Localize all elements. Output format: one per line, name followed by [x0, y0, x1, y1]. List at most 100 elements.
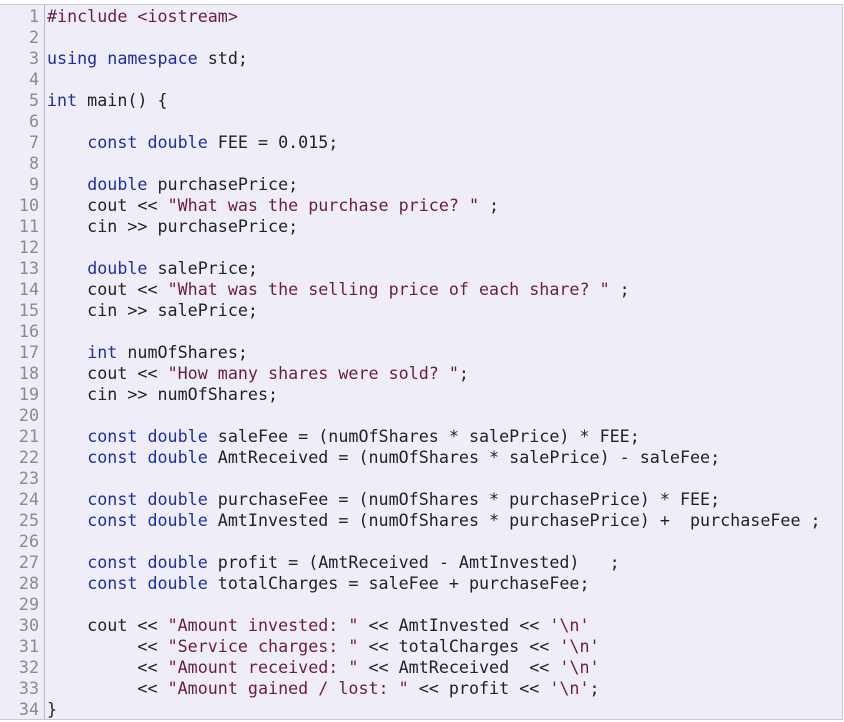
code-text: const double AmtInvested = (numOfShares … — [47, 510, 820, 531]
code-token: ; — [589, 678, 600, 698]
code-line[interactable]: 33 << "Amount gained / lost: " << profit… — [0, 678, 843, 699]
code-token: cin >> purchasePrice; — [47, 216, 299, 236]
code-token: << totalCharges << — [358, 636, 560, 656]
line-number: 4 — [28, 69, 39, 89]
code-text: const double FEE = 0.015; — [47, 132, 338, 153]
code-token: "What was the purchase price? " — [167, 195, 480, 215]
code-line[interactable]: 21 const double saleFee = (numOfShares *… — [0, 426, 843, 447]
code-token: << AmtReceived << — [358, 657, 560, 677]
code-text: } — [47, 699, 57, 720]
code-token: ; — [458, 363, 469, 383]
code-line[interactable]: 28 const double totalCharges = saleFee +… — [0, 573, 843, 594]
code-line[interactable]: 17 int numOfShares; — [0, 342, 843, 363]
code-token: FEE = 0.015; — [207, 132, 339, 152]
code-token — [47, 447, 87, 467]
code-line[interactable]: 14 cout << "What was the selling price o… — [0, 279, 843, 300]
code-line[interactable]: 5 int main() { — [0, 90, 843, 111]
code-line[interactable]: 18 cout << "How many shares were sold? "… — [0, 363, 843, 384]
line-number: 2 — [28, 27, 39, 47]
line-number: 28 — [18, 573, 39, 593]
code-line[interactable]: 15 cin >> salePrice; — [0, 300, 843, 321]
code-token: "Amount invested: " — [167, 615, 359, 635]
code-line[interactable]: 8 — [0, 153, 843, 174]
code-line[interactable]: 20 — [0, 405, 843, 426]
code-text: const double totalCharges = saleFee + pu… — [47, 573, 590, 594]
code-token: "Amount received: " — [167, 657, 359, 677]
line-number: 19 — [18, 384, 39, 404]
line-number: 30 — [18, 615, 39, 635]
code-token — [47, 573, 87, 593]
line-number: 3 — [28, 48, 39, 68]
code-token: double — [87, 258, 148, 278]
code-token: numOfShares; — [117, 342, 248, 362]
code-text: cin >> salePrice; — [47, 300, 258, 321]
code-line[interactable]: 13 double salePrice; — [0, 258, 843, 279]
code-token: << — [47, 636, 168, 656]
code-token — [47, 489, 87, 509]
code-text: cout << "How many shares were sold? "; — [47, 363, 469, 384]
code-token: ; — [609, 279, 630, 299]
code-token — [47, 342, 87, 362]
code-token: std; — [197, 48, 248, 68]
line-number: 31 — [18, 636, 39, 656]
code-line[interactable]: 6 — [0, 111, 843, 132]
code-line[interactable]: 32 << "Amount received: " << AmtReceived… — [0, 657, 843, 678]
code-line[interactable]: 22 const double AmtReceived = (numOfShar… — [0, 447, 843, 468]
code-line[interactable]: 1#include <iostream> — [0, 6, 843, 27]
code-line[interactable]: 11 cin >> purchasePrice; — [0, 216, 843, 237]
code-token: profit = (AmtReceived - AmtInvested) ; — [207, 552, 620, 572]
code-line[interactable]: 2 — [0, 27, 843, 48]
code-line[interactable]: 10 cout << "What was the purchase price?… — [0, 195, 843, 216]
code-line[interactable]: 4 — [0, 69, 843, 90]
code-token: int — [47, 90, 78, 110]
line-number: 33 — [18, 678, 39, 698]
code-token: '\n' — [549, 615, 590, 635]
code-line[interactable]: 29 — [0, 594, 843, 615]
code-line[interactable]: 9 double purchasePrice; — [0, 174, 843, 195]
code-token: } — [47, 699, 58, 719]
code-line[interactable]: 3 using namespace std; — [0, 48, 843, 69]
line-number: 27 — [18, 552, 39, 572]
code-token: purchaseFee = (numOfShares * purchasePri… — [207, 489, 721, 509]
line-number: 20 — [18, 405, 39, 425]
code-line[interactable]: 12 — [0, 237, 843, 258]
code-token: salePrice; — [147, 258, 258, 278]
line-number: 29 — [18, 594, 39, 614]
code-line[interactable]: 25 const double AmtInvested = (numOfShar… — [0, 510, 843, 531]
code-line[interactable]: 27 const double profit = (AmtReceived - … — [0, 552, 843, 573]
code-text: using namespace std; — [47, 48, 248, 69]
code-token: cout << — [47, 279, 168, 299]
code-token: totalCharges = saleFee + purchaseFee; — [207, 573, 590, 593]
code-line[interactable]: 24 const double purchaseFee = (numOfShar… — [0, 489, 843, 510]
code-token — [47, 552, 87, 572]
line-number: 23 — [18, 468, 39, 488]
code-text: cin >> numOfShares; — [47, 384, 278, 405]
code-token: '\n' — [559, 636, 600, 656]
code-text: cout << "What was the selling price of e… — [47, 279, 630, 300]
code-text: int main() { — [47, 90, 168, 111]
code-text: double salePrice; — [47, 258, 258, 279]
code-line[interactable]: 34} — [0, 699, 843, 720]
code-line[interactable]: 16 — [0, 321, 843, 342]
line-number: 25 — [18, 510, 39, 530]
code-text: const double AmtReceived = (numOfShares … — [47, 447, 720, 468]
code-token: cout << — [47, 615, 168, 635]
code-line[interactable]: 7 const double FEE = 0.015; — [0, 132, 843, 153]
code-token — [47, 258, 87, 278]
code-line[interactable]: 23 — [0, 468, 843, 489]
code-line[interactable]: 19 cin >> numOfShares; — [0, 384, 843, 405]
code-token: << — [47, 678, 168, 698]
code-token — [47, 426, 87, 446]
code-line[interactable]: 30 cout << "Amount invested: " << AmtInv… — [0, 615, 843, 636]
line-number: 32 — [18, 657, 39, 677]
code-line[interactable]: 31 << "Service charges: " << totalCharge… — [0, 636, 843, 657]
code-token: '\n' — [549, 678, 590, 698]
code-token: "How many shares were sold? " — [167, 363, 459, 383]
code-token: #include <iostream> — [47, 6, 238, 26]
code-token — [47, 132, 87, 152]
code-line[interactable]: 26 — [0, 531, 843, 552]
line-number: 5 — [28, 90, 39, 110]
line-number: 34 — [18, 699, 39, 719]
line-number: 8 — [28, 153, 39, 173]
